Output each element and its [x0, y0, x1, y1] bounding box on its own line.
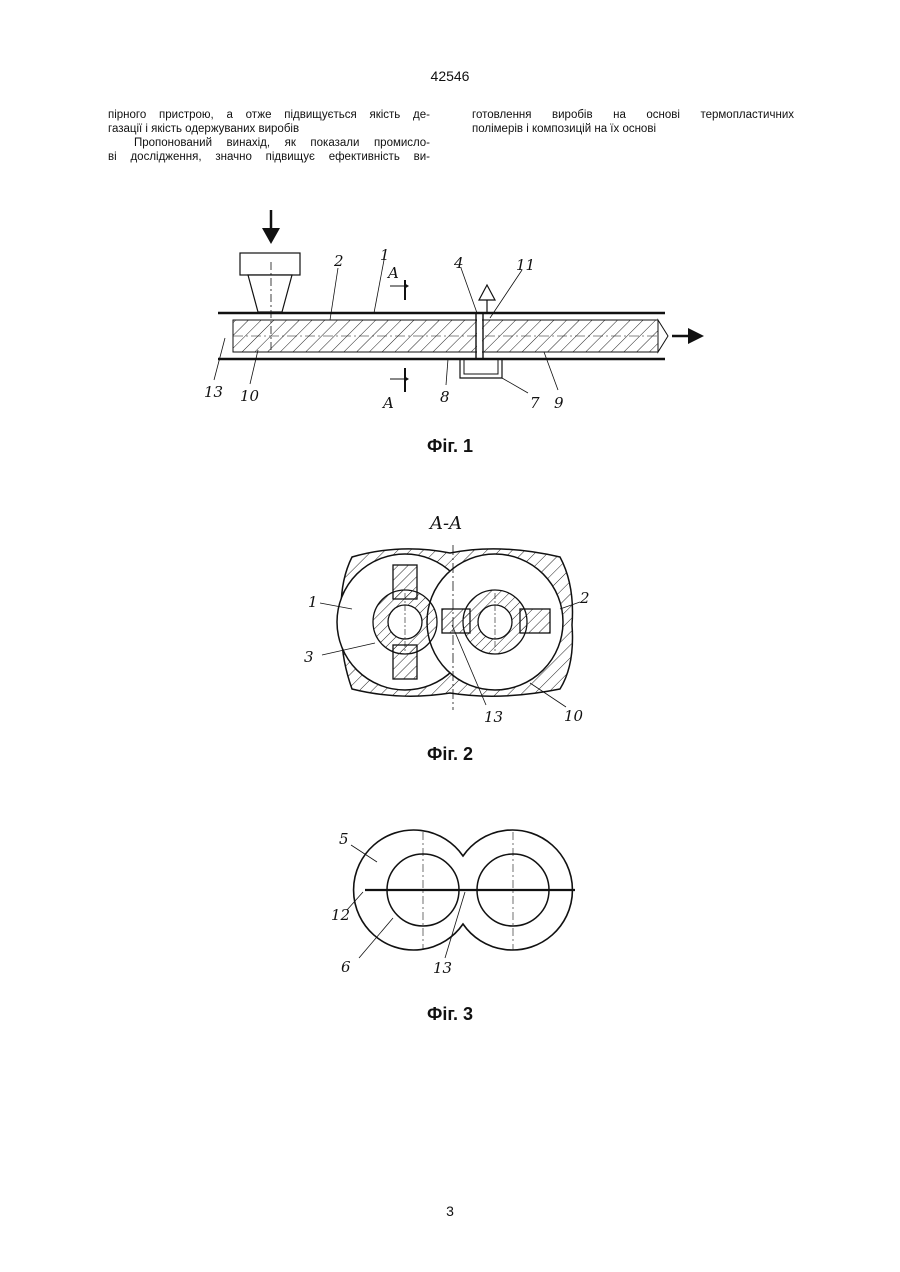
label-section-a-top: A — [386, 264, 399, 282]
label-6: 6 — [341, 958, 351, 976]
text-line: полімерів і композицій на їх основі — [472, 122, 794, 136]
label-8: 8 — [440, 388, 450, 406]
label-section-a-bottom: A — [381, 394, 394, 412]
text-column-left: пірного пристрою, а отже підвищується як… — [108, 108, 430, 164]
figure-2-caption: Фіг. 2 — [350, 744, 550, 765]
label-10: 10 — [240, 387, 260, 405]
text-column-right: готовлення виробів на основі термопласти… — [472, 108, 794, 136]
text-line: газації і якість одержуваних виробів — [108, 122, 430, 136]
label-12: 12 — [331, 906, 350, 924]
label-1: 1 — [308, 593, 318, 611]
figure-1-extruder-drawing: 2 1 A 4 11 13 10 A 8 7 9 — [190, 200, 720, 425]
label-11: 11 — [516, 256, 535, 274]
label-7: 7 — [530, 394, 540, 412]
label-13: 13 — [433, 959, 452, 977]
text-line: готовлення виробів на основі термопласти… — [472, 108, 794, 122]
label-5: 5 — [339, 830, 349, 848]
figure-3-caption: Фіг. 3 — [350, 1004, 550, 1025]
figure-2-cross-section: A-A 1 2 3 13 10 — [290, 505, 610, 730]
label-2: 2 — [579, 589, 590, 607]
section-title: A-A — [428, 513, 462, 534]
label-13: 13 — [484, 708, 503, 726]
label-9: 9 — [554, 394, 564, 412]
patent-number: 42546 — [0, 68, 900, 84]
text-line: ві дослідження, значно підвищує ефективн… — [108, 150, 430, 164]
figure-1-caption: Фіг. 1 — [350, 436, 550, 457]
figure-3-cross-section: 5 12 6 13 — [325, 820, 595, 990]
label-3: 3 — [304, 648, 314, 666]
text-line: пірного пристрою, а отже підвищується як… — [108, 108, 430, 122]
label-1: 1 — [380, 246, 390, 264]
page-number: 3 — [0, 1203, 900, 1219]
label-10: 10 — [564, 707, 584, 725]
label-4: 4 — [453, 254, 464, 272]
label-13: 13 — [204, 383, 223, 401]
label-2: 2 — [333, 252, 344, 270]
text-line: Пропонований винахід, як показали промис… — [108, 136, 430, 150]
